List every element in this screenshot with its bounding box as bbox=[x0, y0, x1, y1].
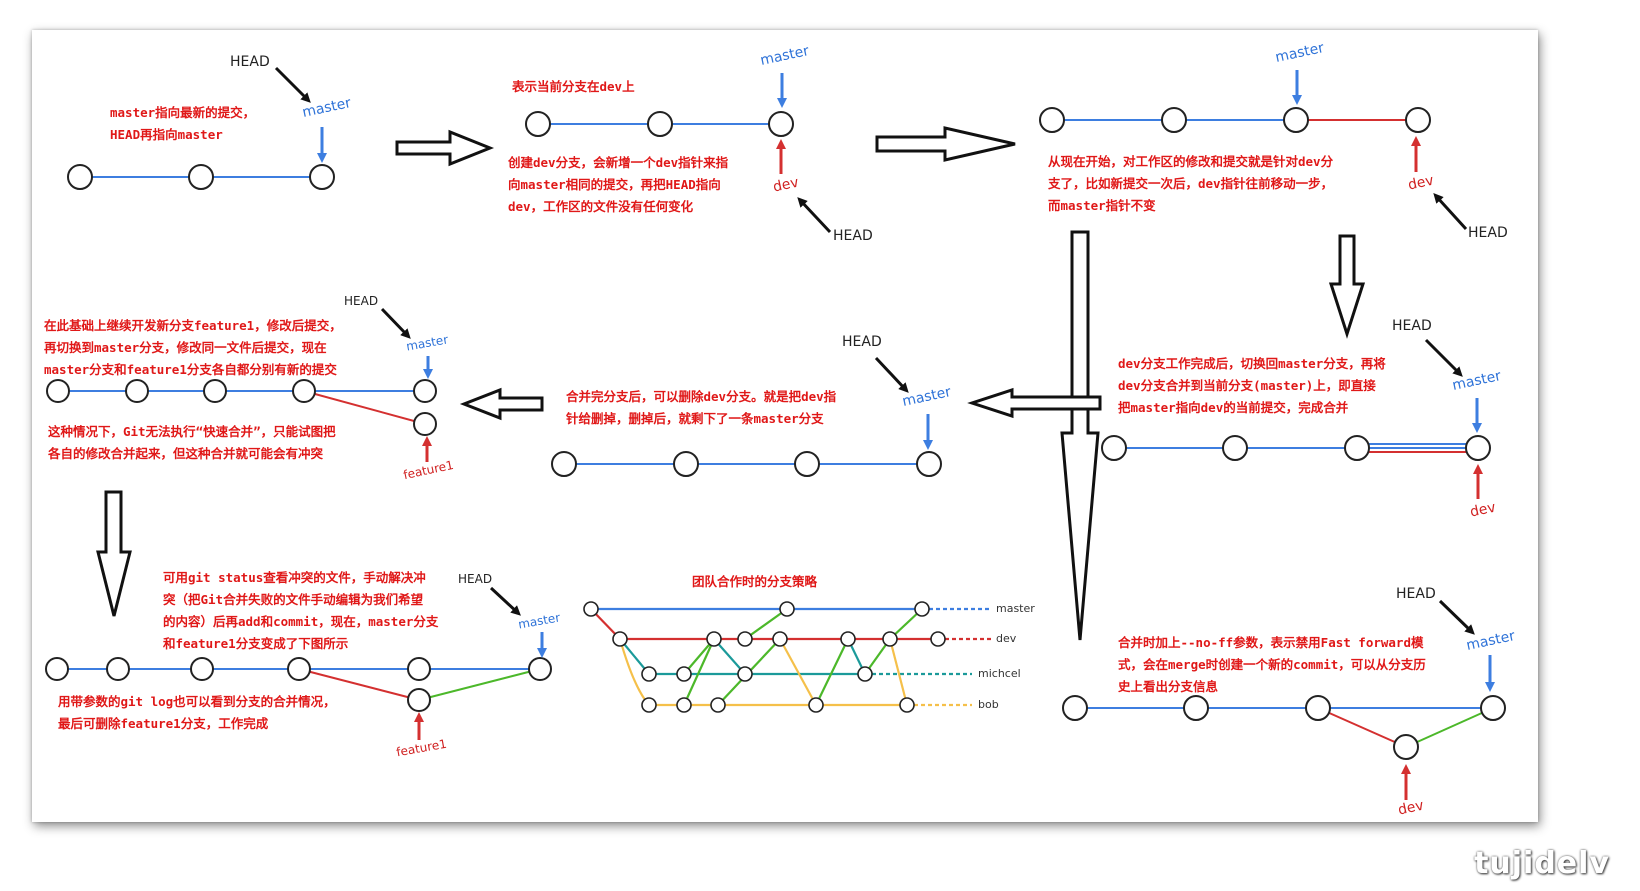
panel-5-note: 合并完分支后，可以删除dev分支。就是把dev指 针给删掉，删掉后，就剩下了一条… bbox=[566, 389, 837, 426]
panel-2-graph bbox=[525, 73, 832, 234]
head-label: HEAD bbox=[458, 572, 493, 586]
panel-7-note: 可用git status查看冲突的文件，手动解决冲 突（把Git合并失败的文件手… bbox=[163, 570, 439, 651]
panel-6-note: 在此基础上继续开发新分支feature1，修改后提交， 再切换到master分支… bbox=[44, 318, 342, 377]
head-label: HEAD bbox=[1392, 318, 1432, 334]
panel-6-graph bbox=[46, 307, 437, 462]
lane-label-master: master bbox=[996, 602, 1035, 615]
panel-8-note: 合并时加上--no-ff参数，表示禁用Fast forward模 式，会在mer… bbox=[1118, 635, 1426, 694]
commit-node bbox=[67, 164, 93, 190]
panel-2-title-note: 表示当前分支在dev上 bbox=[512, 79, 635, 94]
flow-arrow-left bbox=[459, 387, 544, 421]
panel-4-graph bbox=[1101, 338, 1491, 499]
flow-arrow-down bbox=[1328, 234, 1366, 339]
head-pointer-arrow bbox=[274, 66, 311, 103]
panel-1-graph bbox=[67, 66, 335, 190]
commit-node bbox=[309, 164, 335, 190]
flow-arrow-right bbox=[395, 129, 495, 167]
flow-arrow-left bbox=[967, 387, 1102, 419]
panel-6-conflict-note: 这种情况下，Git无法执行“快速合并”，只能试图把 各自的修改合并起来，但这种合… bbox=[48, 424, 336, 461]
lane-label-bob: bob bbox=[978, 698, 999, 711]
panel-3-note: 从现在开始，对工作区的修改和提交就是针对dev分 支了，比如新提交一次后，dev… bbox=[1048, 154, 1334, 213]
head-label: HEAD bbox=[842, 334, 882, 350]
head-label: HEAD bbox=[833, 228, 873, 244]
lane-label-michcel: michcel bbox=[978, 667, 1021, 680]
head-label: HEAD bbox=[344, 294, 379, 308]
head-label: HEAD bbox=[1468, 225, 1508, 241]
commit-node bbox=[188, 164, 214, 190]
panel-3-graph bbox=[1039, 70, 1468, 231]
panel-4-note: dev分支工作完成后，切换回master分支，再将 dev分支合并到当前分支(m… bbox=[1118, 356, 1386, 415]
head-label: HEAD bbox=[230, 54, 270, 70]
diagram-card bbox=[32, 30, 1538, 822]
panel-7-log-note: 用带参数的git log也可以看到分支的合并情况， 最后可删除feature1分… bbox=[58, 694, 336, 731]
flow-arrow-right bbox=[875, 126, 1016, 162]
panel-2-note: 创建dev分支，会新增一个dev指针来指 向master相同的提交，再把HEAD… bbox=[508, 155, 729, 214]
team-branch-strategy-graph bbox=[590, 607, 992, 707]
panel-8-graph bbox=[1062, 599, 1506, 800]
team-commit-nodes bbox=[583, 601, 946, 713]
lane-label-dev: dev bbox=[996, 632, 1017, 645]
watermark: tujidelv bbox=[1474, 846, 1610, 881]
panel-1-note: master指向最新的提交， HEAD再指向master bbox=[110, 105, 256, 142]
head-label: HEAD bbox=[1396, 586, 1436, 602]
flow-arrow-down bbox=[96, 490, 132, 617]
panel-5-graph bbox=[551, 356, 942, 477]
flow-arrow-down-long bbox=[1060, 230, 1100, 641]
panel-7-graph bbox=[45, 586, 552, 740]
team-strategy-title: 团队合作时的分支策略 bbox=[692, 574, 818, 589]
